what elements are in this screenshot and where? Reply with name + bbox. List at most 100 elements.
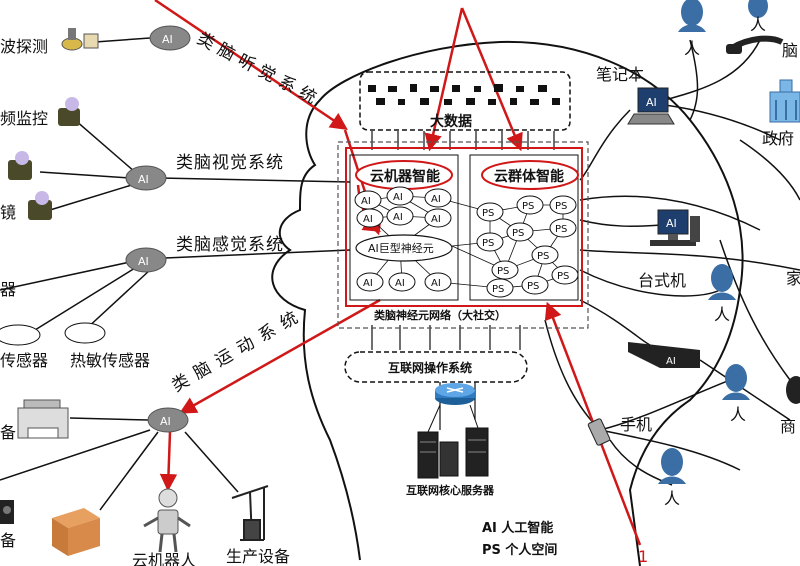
ps-node xyxy=(486,278,514,298)
hub-ai-vision xyxy=(125,165,167,191)
vision-system-label: 类脑视觉系统 xyxy=(176,153,284,173)
brain-network-label: 类脑神经元网络（大社交） xyxy=(374,308,506,322)
ai-node-label: AI xyxy=(431,194,441,205)
robot-icon xyxy=(143,488,191,553)
ps-node xyxy=(549,218,577,238)
edge-bei-left-label: 备 xyxy=(0,423,16,442)
ai-node xyxy=(386,206,414,226)
thermal-sensor-oval xyxy=(64,322,106,344)
ai-node xyxy=(356,208,384,228)
ps-node xyxy=(516,195,544,215)
box-icon xyxy=(52,508,100,556)
person-icon-right-lower xyxy=(722,364,750,400)
big-data-blocks xyxy=(368,84,560,105)
ai-node-label: AI xyxy=(363,214,373,225)
edge-bei-bottom-label: 备 xyxy=(0,531,16,550)
motion-system-label: 类脑运动系统 xyxy=(169,304,309,396)
head-outline xyxy=(271,40,744,566)
big-data-label: 大数据 xyxy=(430,113,472,130)
ai-node-label: AI xyxy=(363,278,373,289)
svg-text:AI: AI xyxy=(666,356,676,367)
business-label: 商 xyxy=(780,417,796,436)
ai-nodes: AI AI AI AI AI AI AI巨型神经元 AI AI AI xyxy=(354,186,453,292)
ai-giant-neuron-label: AI巨型神经元 xyxy=(368,241,434,255)
ai-node-label: AI xyxy=(393,212,403,223)
ps-node xyxy=(491,260,519,280)
cloud-machine-title: 云机器智能 xyxy=(370,168,440,185)
big-data-box xyxy=(359,71,571,131)
person-label-top-right: 人 xyxy=(750,15,766,34)
internet-os-box xyxy=(344,351,528,383)
lens-label: 镜 xyxy=(0,203,16,222)
sense-system-label: 类脑感觉系统 xyxy=(176,235,284,255)
red-number-label: 1 xyxy=(638,547,648,566)
internet-os-label: 互联网操作系统 xyxy=(388,360,472,375)
ps-node-label: PS xyxy=(497,266,509,277)
person-icon-top xyxy=(678,0,706,32)
ai-node xyxy=(424,208,452,228)
ps-nodes: PS PS PS PS PS PS PS PS PS PS PS xyxy=(476,195,579,298)
speaker-icon xyxy=(0,500,14,524)
ai-node-label: AI xyxy=(431,278,441,289)
server-rack-icon xyxy=(417,404,489,479)
ultrasonic-device-icon xyxy=(61,28,99,51)
ps-node xyxy=(506,222,534,242)
ps-node xyxy=(476,202,504,222)
cloud-group-panel xyxy=(469,154,579,301)
ar-glasses-icon: AI xyxy=(628,342,700,368)
ps-node xyxy=(531,245,559,265)
brain-edge-label: 脑 xyxy=(782,41,798,60)
svg-text:AI: AI xyxy=(666,217,677,230)
cloud-machine-panel xyxy=(349,154,459,301)
ps-node-label: PS xyxy=(555,224,567,235)
hub-ai-sense xyxy=(125,247,167,273)
hub-ai-vision-label: AI xyxy=(138,173,149,186)
notebook-label: 笔记本 xyxy=(596,65,644,84)
right-edge-label: 家 xyxy=(786,269,800,288)
ps-node-label: PS xyxy=(537,251,549,262)
printer-icon xyxy=(17,399,69,439)
production-label: 生产设备 xyxy=(226,547,290,566)
brain-network-red-frame xyxy=(345,147,583,307)
ai-node xyxy=(386,186,414,206)
mobile-phone-icon xyxy=(587,418,611,446)
hub-ai-sense-label: AI xyxy=(138,255,149,268)
laptop-icon: AI xyxy=(627,87,675,125)
cloud-robot-label: 云机器人 xyxy=(132,551,196,566)
hearing-system-label: 类脑听觉系统 xyxy=(194,29,325,111)
ps-node-label: PS xyxy=(555,201,567,212)
sensor-oval xyxy=(0,324,41,346)
person-icon-top-right xyxy=(748,0,768,18)
thermal-sensor-label: 热敏传感器 xyxy=(70,351,150,370)
ps-node-label: PS xyxy=(557,271,569,282)
cloud-group-title-ring xyxy=(481,160,579,190)
ps-node-label: PS xyxy=(527,281,539,292)
ai-node xyxy=(424,272,452,292)
edge-qi-label: 器 xyxy=(0,280,16,299)
oil-pump-icon xyxy=(231,485,269,541)
ps-node xyxy=(521,275,549,295)
person-label-right-lower: 人 xyxy=(730,405,746,424)
ps-node-label: PS xyxy=(482,208,494,219)
ai-node xyxy=(356,272,384,292)
person-icon-right-mid xyxy=(708,264,736,300)
ai-node-label: AI xyxy=(395,278,405,289)
government-building-icon xyxy=(769,79,800,123)
core-server-label: 互联网核心服务器 xyxy=(406,483,495,497)
hub-ai-motion-label: AI xyxy=(160,415,171,428)
ai-node xyxy=(424,188,452,208)
person-label-top: 人 xyxy=(684,39,700,58)
ai-node-label: AI xyxy=(393,192,403,203)
ai-giant-neuron xyxy=(355,234,453,262)
business-icon xyxy=(786,376,800,404)
person-label-right-mid: 人 xyxy=(714,305,730,324)
hub-ai-hearing-label: AI xyxy=(162,33,173,46)
brain-headset-icon xyxy=(726,35,784,54)
ps-node-label: PS xyxy=(492,284,504,295)
camera-icon xyxy=(8,97,80,220)
cloud-group-title: 云群体智能 xyxy=(494,168,564,185)
ultrasonic-label: 波探测 xyxy=(0,37,48,56)
person-label-bottom: 人 xyxy=(664,489,680,508)
hub-ai-hearing xyxy=(149,25,191,51)
